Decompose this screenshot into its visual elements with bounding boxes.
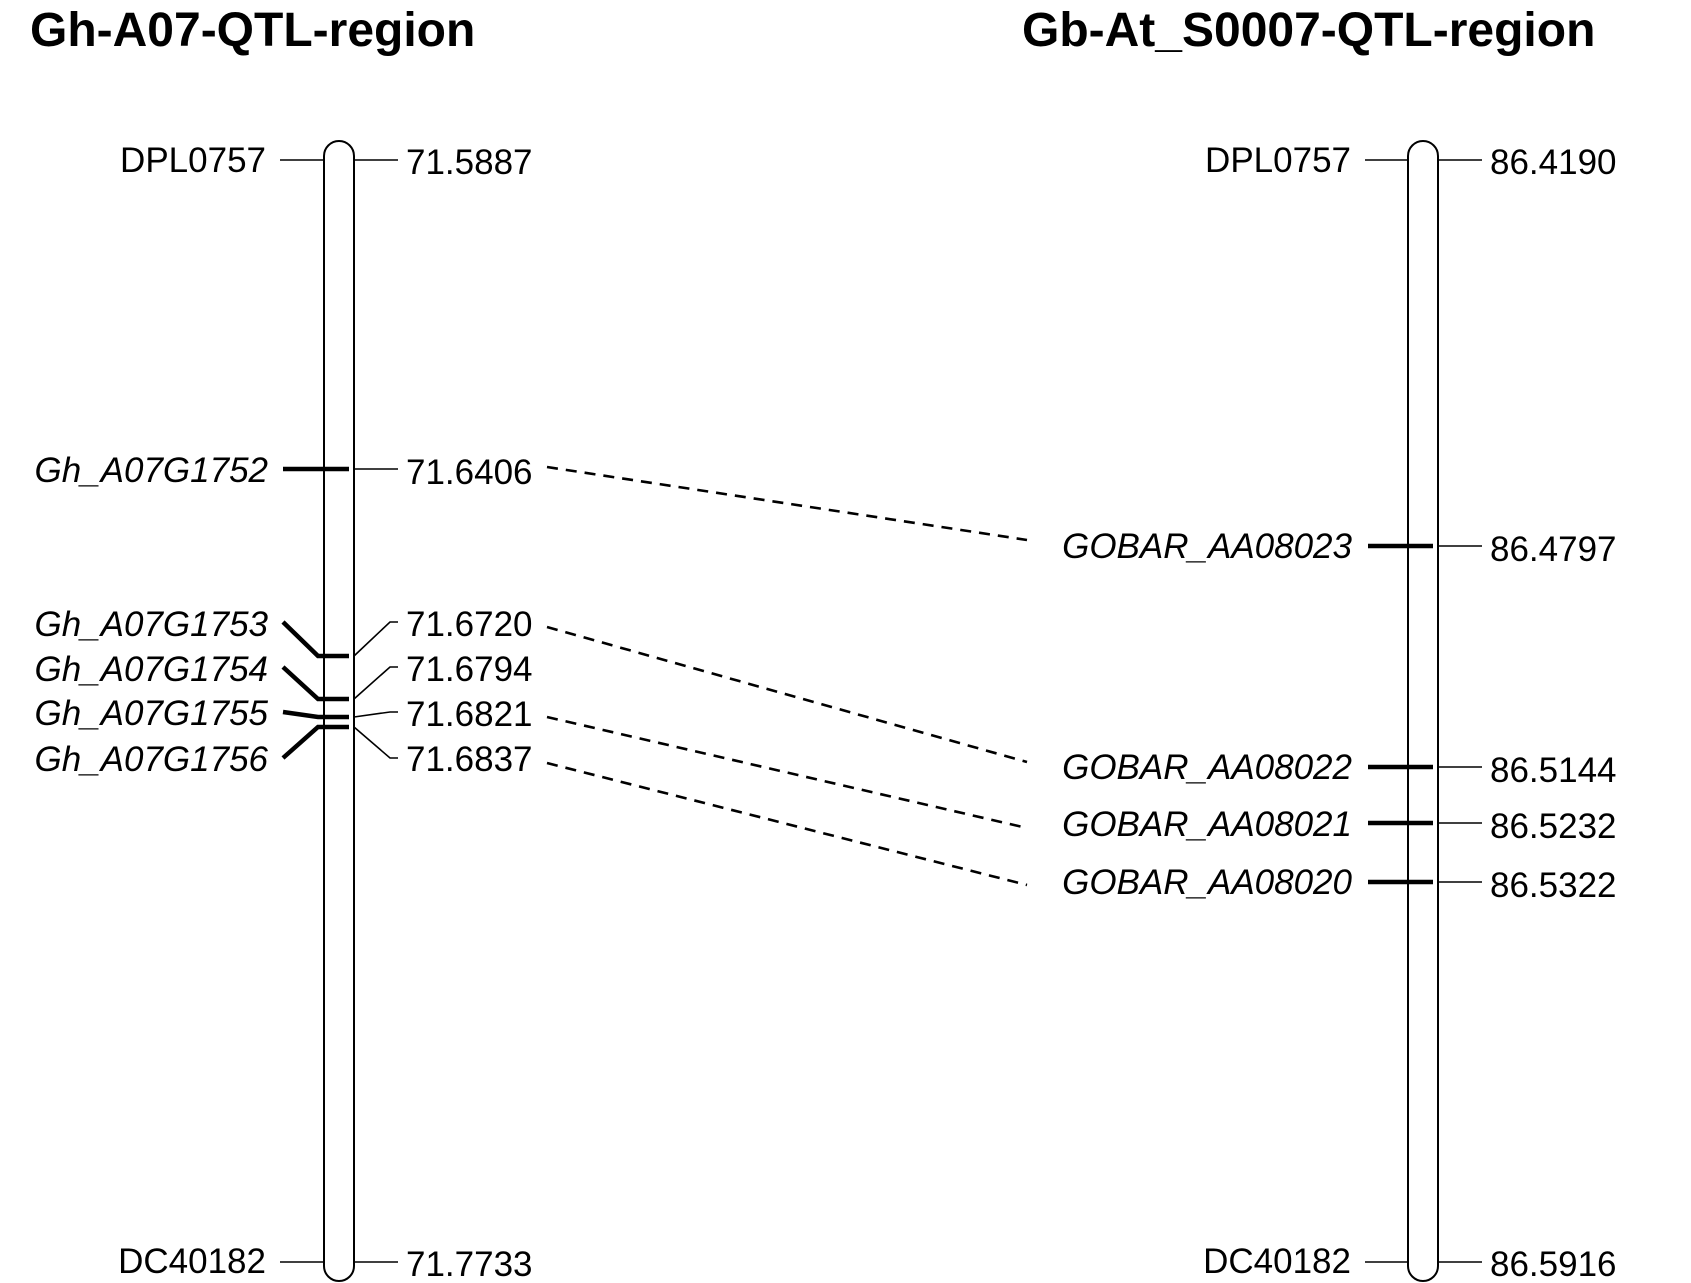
- position-label-gh-a07g1755: 71.6821: [406, 695, 533, 734]
- link-gh-a07g1753-to-gobar-aa08022: [546, 625, 1028, 764]
- position-label-gobar-aa08023: 86.4797: [1490, 530, 1617, 569]
- position-tick-gh-a07g1756: [353, 726, 398, 759]
- position-label-gobar-aa08022: 86.5144: [1490, 751, 1617, 790]
- position-label-gh-a07g1754: 71.6794: [406, 650, 533, 689]
- position-label-gh-a07g1756: 71.6837: [406, 740, 533, 779]
- position-tick-gh-a07g1753: [353, 621, 398, 657]
- link-gh-a07g1752-to-gobar-aa08023: [546, 465, 1028, 542]
- gene-label-gobar-aa08020: GOBAR_AA08020: [1062, 863, 1352, 902]
- right-top-position-label: 86.4190: [1490, 143, 1617, 182]
- position-label-gh-a07g1753: 71.6720: [406, 605, 533, 644]
- gene-tick-gh-a07g1753: [281, 620, 349, 659]
- right-bottom-marker-label: DC40182: [1203, 1242, 1351, 1281]
- gene-label-gobar-aa08022: GOBAR_AA08022: [1062, 748, 1352, 787]
- position-label-gobar-aa08020: 86.5322: [1490, 866, 1617, 905]
- gene-tick-gh-a07g1755: [282, 709, 349, 720]
- left-map-title: Gh-A07-QTL-region: [30, 4, 475, 57]
- right-chromosome-map: DPL0757 86.4190 DC40182 86.5916 GOBAR_AA…: [1062, 140, 1617, 1283]
- gene-tick-gh-a07g1754: [281, 665, 349, 702]
- left-bottom-marker-label: DC40182: [118, 1242, 266, 1281]
- gene-label-gobar-aa08023: GOBAR_AA08023: [1062, 527, 1352, 566]
- position-label-gobar-aa08021: 86.5232: [1490, 807, 1617, 846]
- right-top-marker-label: DPL0757: [1205, 141, 1351, 180]
- left-bottom-position-label: 71.7733: [406, 1245, 533, 1283]
- gene-label-gobar-aa08021: GOBAR_AA08021: [1062, 805, 1352, 844]
- gene-label-gh-a07g1755: Gh_A07G1755: [34, 694, 268, 733]
- link-gh-a07g1756-to-gobar-aa08020: [546, 761, 1028, 887]
- gene-label-gh-a07g1753: Gh_A07G1753: [34, 605, 268, 644]
- left-top-marker-label: DPL0757: [120, 141, 266, 180]
- right-map-title: Gb-At_S0007-QTL-region: [1022, 4, 1595, 57]
- gene-label-gh-a07g1756: Gh_A07G1756: [34, 740, 268, 779]
- position-tick-gh-a07g1755: [353, 711, 398, 718]
- left-chromosome-bar: [323, 140, 355, 1282]
- gene-label-gh-a07g1752: Gh_A07G1752: [34, 451, 268, 490]
- synteny-links: [546, 465, 1028, 887]
- gene-tick-gh-a07g1756: [281, 724, 349, 760]
- position-tick-gh-a07g1754: [353, 666, 398, 700]
- left-top-position-label: 71.5887: [406, 143, 533, 182]
- position-label-gh-a07g1752: 71.6406: [406, 453, 533, 492]
- left-chromosome-map: DPL0757 71.5887 DC40182 71.7733 Gh_A07G1…: [34, 140, 533, 1283]
- right-bottom-position-label: 86.5916: [1490, 1245, 1617, 1283]
- gene-label-gh-a07g1754: Gh_A07G1754: [34, 650, 268, 689]
- right-chromosome-bar: [1407, 140, 1439, 1282]
- link-gh-a07g1755-to-gobar-aa08021: [546, 715, 1028, 830]
